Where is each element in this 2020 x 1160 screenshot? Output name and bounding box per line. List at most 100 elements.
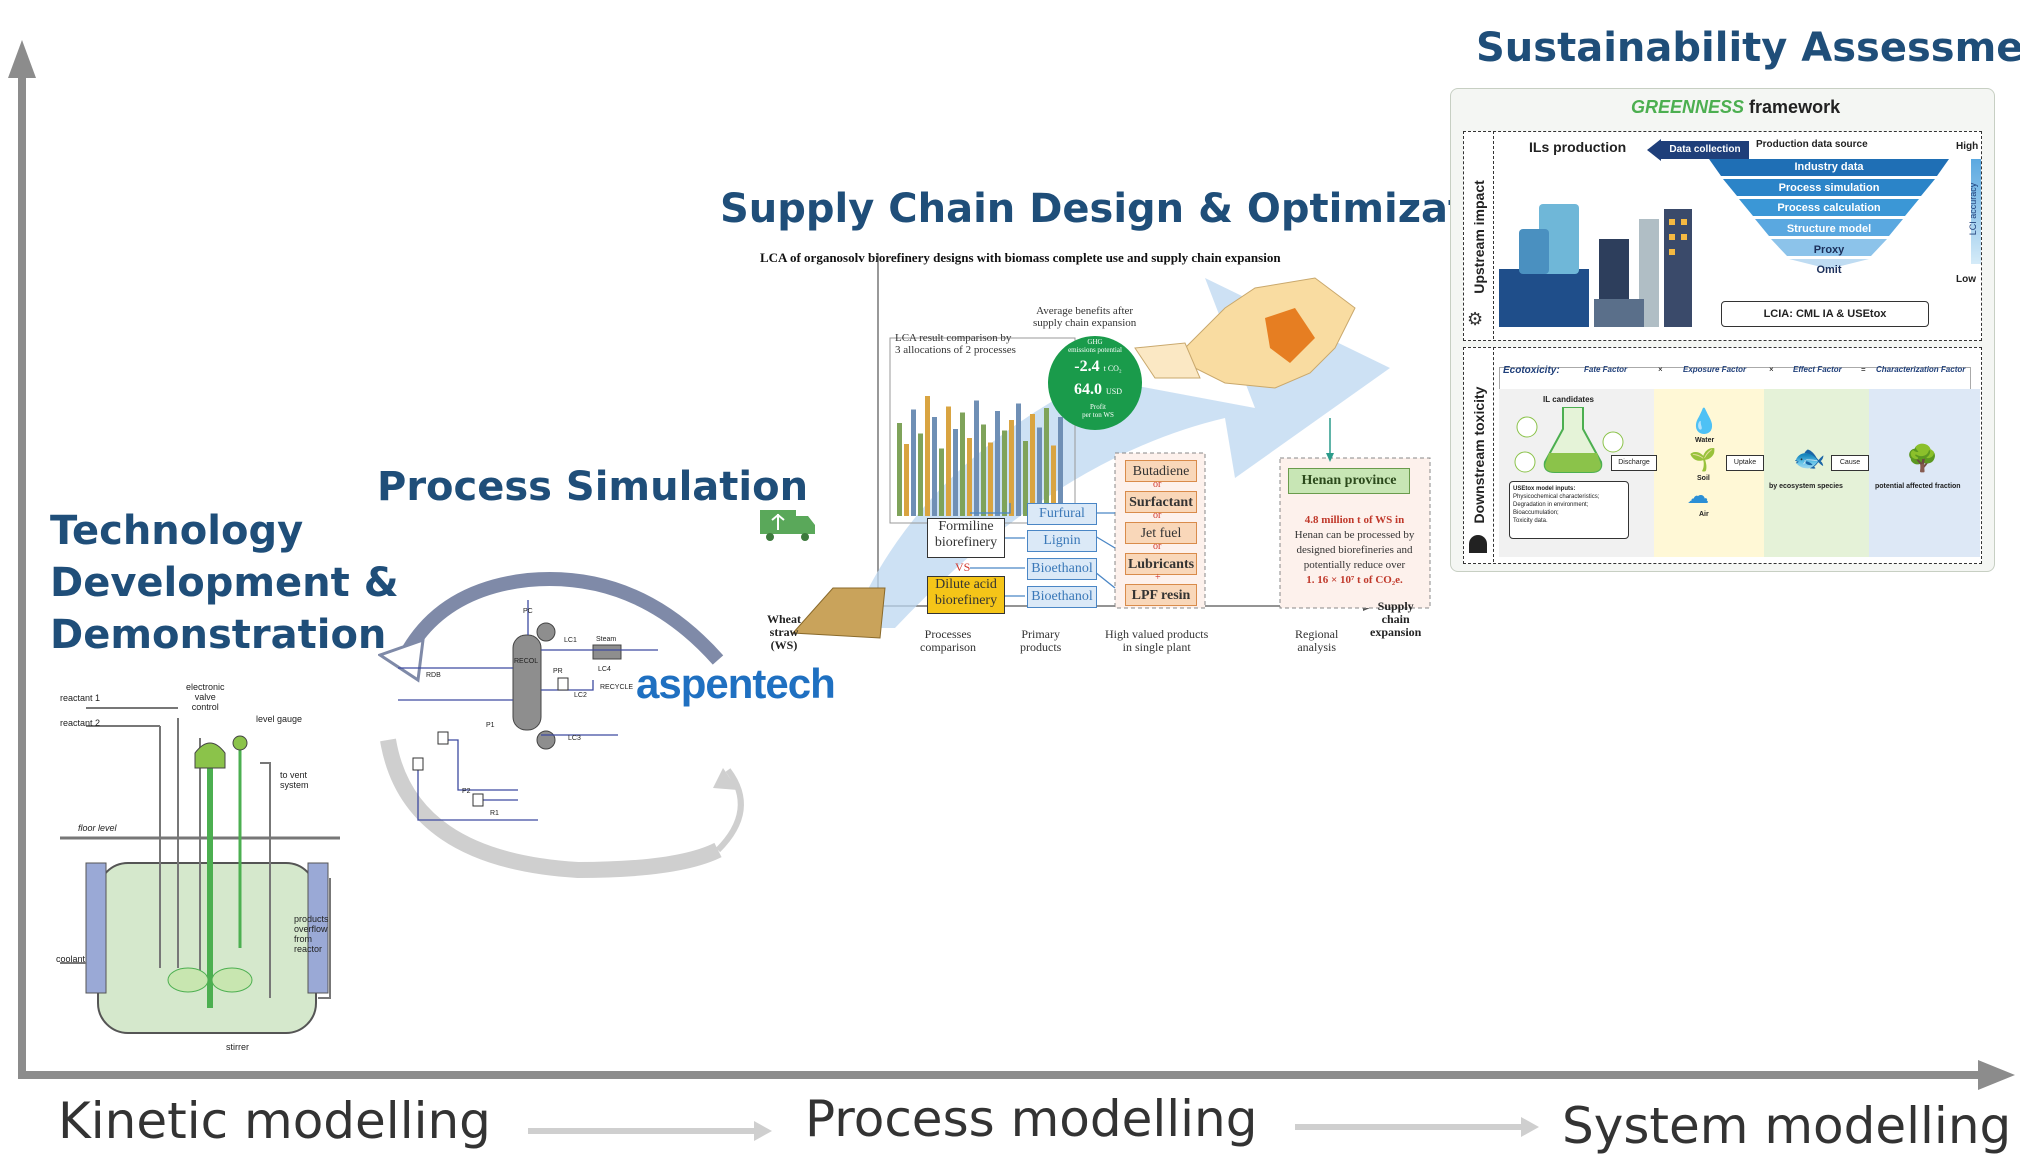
bar-chart-thumbnail — [897, 396, 1063, 516]
air-icon: ☁ — [1687, 483, 1709, 508]
reactor-drawing — [60, 707, 340, 1034]
valve-label-1: electronic — [186, 682, 225, 692]
stirrer-label: stirrer — [226, 1042, 249, 1052]
soil-label: Soil — [1697, 475, 1710, 482]
pyramid-industry-data: Industry data — [1794, 161, 1864, 173]
vent-label-2: system — [280, 780, 309, 790]
thumb-bar — [946, 406, 951, 516]
hv-or-3: or — [1153, 541, 1162, 552]
level-gauge-label: level gauge — [256, 714, 303, 724]
high-label: High — [1956, 141, 1979, 152]
xlabel-supply-2: chain — [1381, 612, 1410, 626]
pyramid-proxy: Proxy — [1813, 244, 1845, 256]
aspen-label-recol: RECOL — [514, 658, 539, 665]
dilute-acid-node: Dilute acid biorefinery — [927, 576, 1005, 614]
formiline-line1: Formiline — [938, 519, 994, 534]
lci-accuracy-label: LCI accuracy — [1968, 182, 1978, 236]
water-icon: 💧 — [1689, 408, 1719, 435]
reactor-diagram: reactant 1 reactant 2 electronic valve c… — [50, 678, 350, 1058]
aspen-label-r1: R1 — [490, 810, 499, 817]
thumb-bar — [953, 429, 958, 516]
henan-line3: designed biorefineries and — [1296, 544, 1413, 556]
xlabel-regional: Regional analysis — [1295, 628, 1338, 654]
thumb-bar — [967, 438, 972, 516]
wheat-line2: straw — [769, 625, 799, 639]
op-2: × — [1769, 365, 1774, 374]
thumb-bar — [932, 417, 937, 516]
xlabel-primary-1: Primary — [1021, 627, 1060, 641]
downstream-sidebar — [1463, 347, 1494, 562]
vs-label: VS — [955, 560, 971, 574]
hv-plus: + — [1155, 572, 1161, 583]
soil-icon: 🌱 — [1689, 447, 1717, 472]
dilute-line1: Dilute acid — [935, 577, 997, 592]
thumb-bar — [1037, 427, 1042, 516]
ghg-number: -2.4 — [1074, 358, 1100, 375]
xlabel-supply-chain: Supply chain expansion — [1370, 600, 1421, 639]
thumb-bar — [897, 423, 902, 516]
benefits-label: Average benefits after supply chain expa… — [1033, 305, 1136, 329]
aspen-flowsheet — [376, 572, 744, 879]
xlabel-supply-1: Supply — [1377, 599, 1414, 613]
aspen-label-p2: P2 — [462, 788, 471, 795]
valve-label-3: control — [191, 702, 219, 712]
aspen-label-p1: P1 — [486, 722, 495, 729]
affected-fraction-label: potential affected fraction — [1875, 483, 1961, 490]
truck-icon — [760, 508, 816, 542]
overflow-label-1: products — [294, 914, 329, 924]
benefits-line2: supply chain expansion — [1033, 317, 1137, 329]
vent-label: to vent system — [280, 770, 309, 790]
axis-label-kinetic: Kinetic modelling — [58, 1092, 491, 1150]
effect-factor-label: Effect Factor — [1793, 365, 1842, 374]
greenness-title-rest: framework — [1749, 97, 1841, 117]
henan-line5: 1. 16 × 10⁷ t of CO₂e. — [1306, 574, 1403, 586]
factory-icon — [1499, 204, 1692, 327]
lci-accuracy-bar — [1971, 159, 1981, 264]
gear-icon: ⚙ — [1467, 309, 1484, 329]
hv-butadiene: Butadiene — [1125, 460, 1197, 482]
pyramid-omit: Omit — [1816, 264, 1842, 276]
cause-arrow: Cause — [1831, 455, 1869, 471]
il-candidates-label: IL candidates — [1543, 395, 1594, 404]
thumb-bar — [1009, 420, 1014, 516]
thumb-bar — [1002, 430, 1007, 516]
ecotoxicity-label: Ecotoxicity: — [1503, 365, 1560, 376]
profit-label-1: Profit — [1090, 403, 1106, 411]
floor-level-label: floor level — [78, 823, 117, 833]
dilute-line2: biorefinery — [934, 593, 998, 608]
data-source-pyramid — [1709, 159, 1949, 269]
lcia-box: LCIA: CML IA & USEtox — [1721, 301, 1929, 327]
thumb-bar — [918, 433, 923, 516]
product-furfural: Furfural — [1027, 503, 1097, 525]
aspen-label-recycle: RECYCLE — [600, 684, 634, 691]
xlabel-supply-3: expansion — [1370, 625, 1422, 639]
species-label: by ecosystem species — [1769, 483, 1843, 490]
greenness-title-green: GREENNESS — [1631, 97, 1745, 117]
op-1: × — [1658, 365, 1663, 374]
xlabel-high-valued-1: High valued products — [1105, 627, 1209, 641]
ghg-label: GHG emissions potential — [1057, 338, 1133, 354]
formiline-node: Formiline biorefinery — [927, 518, 1005, 558]
valve-label: electronic valve control — [186, 682, 225, 712]
overflow-label-2: overflow — [294, 924, 328, 934]
xlabel-processes-2: comparison — [920, 640, 976, 654]
wheat-straw-label: Wheat straw (WS) — [767, 613, 801, 652]
supply-chain-panel: LCA of organosolv biorefinery designs wi… — [755, 248, 1435, 668]
thumb-bar — [1051, 445, 1056, 516]
profit-unit: USD — [1105, 387, 1122, 396]
hv-lpf-resin: LPF resin — [1125, 584, 1197, 606]
zone-char — [1869, 389, 1980, 557]
wheat-line1: Wheat — [767, 612, 801, 626]
xlabel-processes: Processes comparison — [920, 628, 976, 654]
data-collection-arrow-icon — [1647, 139, 1661, 161]
lca-box-line2: 3 allocations of 2 processes — [895, 344, 1016, 356]
ghg-value: -2.4 t CO₂ — [1060, 358, 1136, 376]
supply-chain-title: Supply Chain Design & Optimization — [720, 186, 1537, 232]
ghg-label-1: GHG — [1087, 338, 1103, 346]
thumb-bar — [1023, 441, 1028, 516]
sustainability-title: Sustainability Assessment — [1476, 25, 2020, 71]
usetox-title: USEtox model inputs: — [1513, 486, 1576, 492]
flask-icon — [1514, 407, 1624, 473]
xlabel-high-valued-2: in single plant — [1122, 640, 1191, 654]
